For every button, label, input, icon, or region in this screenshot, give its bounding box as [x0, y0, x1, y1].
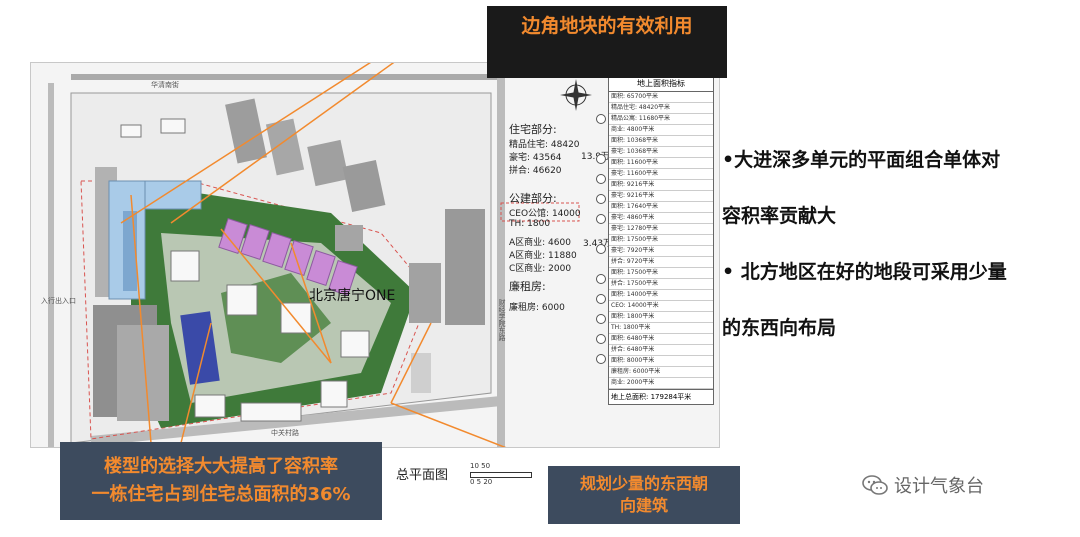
lowrent-row: 廉租房: 6000: [509, 303, 565, 313]
public-row: TH: 1800: [509, 219, 551, 229]
callout-corner-plot: 边角地块的有效利用: [487, 6, 727, 78]
callout-east-west-line1: 规划少量的东西朝: [579, 474, 708, 493]
legend-marker-circle: [596, 274, 606, 284]
wechat-icon: [862, 475, 888, 495]
compass-icon: [560, 79, 592, 111]
callout-east-west: 规划少量的东西朝 向建筑: [548, 466, 740, 524]
callout-east-west-line2: 向建筑: [619, 496, 668, 515]
entrance-label: 入行出入口: [41, 296, 76, 305]
watermark-text: 设计气象台: [894, 476, 984, 497]
legend-marker-circle: [596, 174, 606, 184]
callout-building-type-line2: 一栋住宅占到住宅总面积的36%: [91, 484, 351, 505]
legend-marker-circle: [596, 214, 606, 224]
indicator-table-row: 面积: 17500平米: [609, 268, 713, 279]
callout-corner-plot-text: 边角地块的有效利用: [521, 15, 693, 37]
residential-heading: 住宅部分:: [509, 123, 557, 136]
indicator-table-row: 拼合: 9720平米: [609, 257, 713, 268]
indicator-table-row: 面积: 17640平米: [609, 202, 713, 213]
callout-building-type: 楼型的选择大大提高了容积率 一栋住宅占到住宅总面积的36%: [60, 442, 382, 520]
indicator-table-row: 拼合: 6480平米: [609, 345, 713, 356]
residential-row: 拼合: 46620: [509, 166, 562, 176]
area-indicator-table: 地上面积指标 面积: 65700平米精品住宅: 48420平米精品公寓: 116…: [608, 76, 714, 405]
indicator-table-row: 豪宅: 9216平米: [609, 191, 713, 202]
residential-row: 豪宅: 43564: [509, 153, 562, 163]
legend-marker-circle: [596, 194, 606, 204]
public-row: A区商业: 4600: [509, 238, 571, 248]
indicator-table-total: 地上总面积: 179284平米: [609, 389, 713, 404]
indicator-table-row: 面积: 6480平米: [609, 334, 713, 345]
legend-marker-circle: [596, 294, 606, 304]
indicator-table-row: 面积: 17500平米: [609, 235, 713, 246]
indicator-table-row: 精品公寓: 11680平米: [609, 114, 713, 125]
indicator-table-row: 拼合: 17500平米: [609, 279, 713, 290]
bullet-1-line2: 容积率贡献大: [722, 205, 837, 227]
public-row: A区商业: 11880: [509, 251, 577, 261]
scale-bar: [470, 472, 532, 478]
indicator-table-row: 面积: 14000平米: [609, 290, 713, 301]
indicator-table-row: 豪宅: 11600平米: [609, 169, 713, 180]
key-points: •大进深多单元的平面组合单体对 容积率贡献大 • 北方地区在好的地段可采用少量 …: [722, 140, 1072, 348]
indicator-table-row: 商业: 4800平米: [609, 125, 713, 136]
road-east-label: 财经学院东路: [498, 299, 506, 341]
indicator-table-row: 精品住宅: 48420平米: [609, 103, 713, 114]
indicator-table-row: CEO: 14000平米: [609, 301, 713, 312]
bullet-1-line1: •大进深多单元的平面组合单体对: [722, 149, 1001, 171]
legend-marker-circle: [596, 114, 606, 124]
residential-row: 精品住宅: 48420: [509, 140, 580, 150]
indicator-table-row: 面积: 8000平米: [609, 356, 713, 367]
public-row: C区商业: 2000: [509, 264, 572, 274]
scale-top: 10 50: [470, 462, 491, 470]
indicator-table-row: 面积: 65700平米: [609, 92, 713, 103]
indicator-table-row: 面积: 9216平米: [609, 180, 713, 191]
indicator-table-row: 廉租房: 6000平米: [609, 367, 713, 378]
watermark: 设计气象台: [862, 472, 984, 498]
residential-subtotal: 13.9万: [581, 149, 610, 162]
site-plan-drawing: 华清南街 中关村路 入行出入口: [31, 63, 719, 447]
indicator-table-row: 豪宅: 4860平米: [609, 213, 713, 224]
legend-marker-circle: [596, 354, 606, 364]
area-statistics: 住宅部分: 精品住宅: 48420 豪宅: 43564 拼合: 46620 13…: [509, 121, 629, 313]
legend-marker-circle: [596, 314, 606, 324]
site-plan: 华清南街 中关村路 入行出入口 北京唐宁ONE 财经学院东路 住宅部分:: [30, 62, 720, 448]
bullet-2-line2: 的东西向布局: [722, 317, 837, 339]
scale-bottom: 0 5 20: [470, 478, 493, 486]
callout-building-type-line1: 楼型的选择大大提高了容积率: [104, 456, 338, 477]
public-heading: 公建部分:: [509, 192, 557, 205]
indicator-table-row: 商业: 2000平米: [609, 378, 713, 389]
indicator-table-title: 地上面积指标: [609, 77, 713, 92]
lowrent-heading: 廉租房:: [509, 280, 546, 293]
indicator-table-row: 豪宅: 10368平米: [609, 147, 713, 158]
indicator-table-row: 面积: 11600平米: [609, 158, 713, 169]
legend-marker-circle: [596, 244, 606, 254]
project-label: 北京唐宁ONE: [309, 288, 396, 304]
indicator-table-row: 豪宅: 7920平米: [609, 246, 713, 257]
legend-marker-circle: [596, 154, 606, 164]
road-south-label: 中关村路: [271, 428, 299, 437]
indicator-table-row: TH: 1800平米: [609, 323, 713, 334]
legend-marker-circle: [596, 334, 606, 344]
public-row: CEO公馆: 14000: [509, 209, 581, 219]
indicator-table-row: 面积: 1800平米: [609, 312, 713, 323]
indicator-table-row: 面积: 10368平米: [609, 136, 713, 147]
road-north-label: 华清南街: [151, 80, 179, 89]
indicator-table-row: 豪宅: 12780平米: [609, 224, 713, 235]
bullet-2-line1: • 北方地区在好的地段可采用少量: [722, 261, 1007, 283]
drawing-title-outer: 总平面图: [396, 468, 449, 483]
